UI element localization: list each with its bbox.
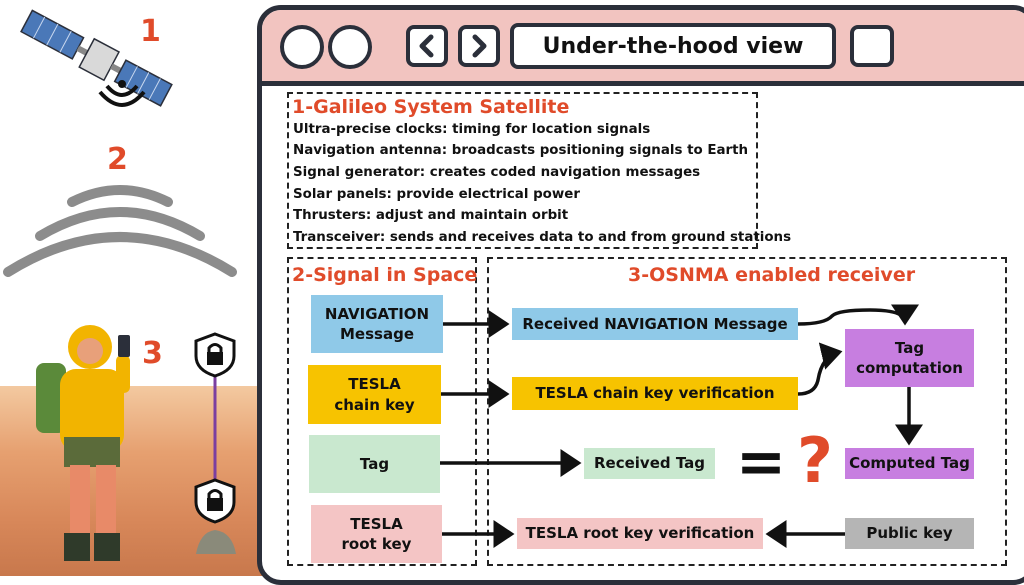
root-key-verification-box: TESLA root key verification — [517, 518, 763, 549]
rock-icon — [196, 530, 236, 554]
satellite-feature-2: Navigation antenna: broadcasts positioni… — [293, 143, 749, 158]
lock-icon-bottom — [194, 478, 236, 524]
question-mark-icon: ? — [797, 424, 833, 497]
menu-button[interactable] — [850, 25, 894, 67]
tag-box: Tag — [309, 435, 440, 493]
chain-key-verification-label: TESLA chain key verification — [535, 384, 775, 403]
received-tag-box: Received Tag — [584, 448, 715, 479]
window-control-1[interactable] — [280, 25, 324, 69]
tag-computation-line1: Tag — [894, 338, 925, 357]
window-control-2[interactable] — [328, 25, 372, 69]
navigation-message-box: NAVIGATION Message — [311, 295, 443, 353]
computed-tag-label: Computed Tag — [849, 454, 970, 473]
satellite-feature-5: Thrusters: adjust and maintain orbit — [293, 208, 569, 223]
tesla-root-key-line2: root key — [341, 535, 412, 553]
satellite-icon — [20, 9, 173, 107]
computed-tag-box: Computed Tag — [845, 448, 974, 479]
broadcast-icon — [98, 80, 146, 107]
navigation-message-line1: NAVIGATION — [324, 304, 430, 323]
back-button[interactable] — [406, 25, 448, 67]
root-key-verification-label: TESLA root key verification — [525, 524, 755, 543]
received-tag-label: Received Tag — [594, 454, 705, 473]
satellite-feature-6: Transceiver: sends and receives data to … — [293, 230, 792, 245]
satellite-feature-3: Signal generator: creates coded navigati… — [293, 165, 701, 180]
lock-icon-top — [194, 332, 236, 378]
section3-title: 3-OSNMA enabled receiver — [628, 264, 916, 286]
arrow-nav-to-computation — [797, 304, 919, 326]
title-bar: Under-the-hood view — [262, 10, 1024, 86]
section1-title: 1-Galileo System Satellite — [292, 96, 570, 118]
tesla-chain-key-line2: chain key — [334, 395, 415, 414]
user-figure-icon — [36, 325, 130, 561]
public-key-box: Public key — [845, 518, 974, 549]
label-2: 2 — [107, 142, 128, 177]
section2-title: 2-Signal in Space — [292, 264, 478, 286]
page-title: Under-the-hood view — [510, 23, 836, 69]
forward-button[interactable] — [458, 25, 500, 67]
label-3: 3 — [142, 336, 163, 371]
chevron-left-icon — [419, 34, 434, 58]
tag-label: Tag — [359, 454, 390, 473]
chain-key-verification-box: TESLA chain key verification — [512, 377, 798, 410]
tesla-root-key-box: TESLA root key — [311, 505, 442, 563]
equals-sign: = — [735, 427, 787, 497]
chevron-right-icon — [472, 34, 487, 58]
satellite-feature-1: Ultra-precise clocks: timing for locatio… — [293, 122, 651, 137]
tag-computation-line2: computation — [856, 359, 963, 377]
received-navigation-box: Received NAVIGATION Message — [512, 308, 798, 340]
tag-computation-box: Tag computation — [845, 329, 974, 387]
section-signal-in-space — [287, 257, 477, 566]
public-key-label: Public key — [866, 524, 953, 543]
tesla-chain-key-line1: TESLA — [348, 375, 401, 394]
lock-chain — [194, 332, 236, 554]
section-osnma-receiver — [487, 257, 1007, 566]
received-navigation-label: Received NAVIGATION Message — [522, 314, 788, 333]
navigation-message-line2: Message — [340, 325, 414, 343]
tesla-root-key-line1: TESLA — [350, 514, 403, 533]
satellite-feature-4: Solar panels: provide electrical power — [293, 187, 580, 202]
label-1: 1 — [140, 14, 161, 49]
signal-waves-icon — [3, 185, 237, 277]
section-galileo-satellite — [287, 92, 758, 249]
arrow-chain-to-computation — [797, 342, 843, 396]
